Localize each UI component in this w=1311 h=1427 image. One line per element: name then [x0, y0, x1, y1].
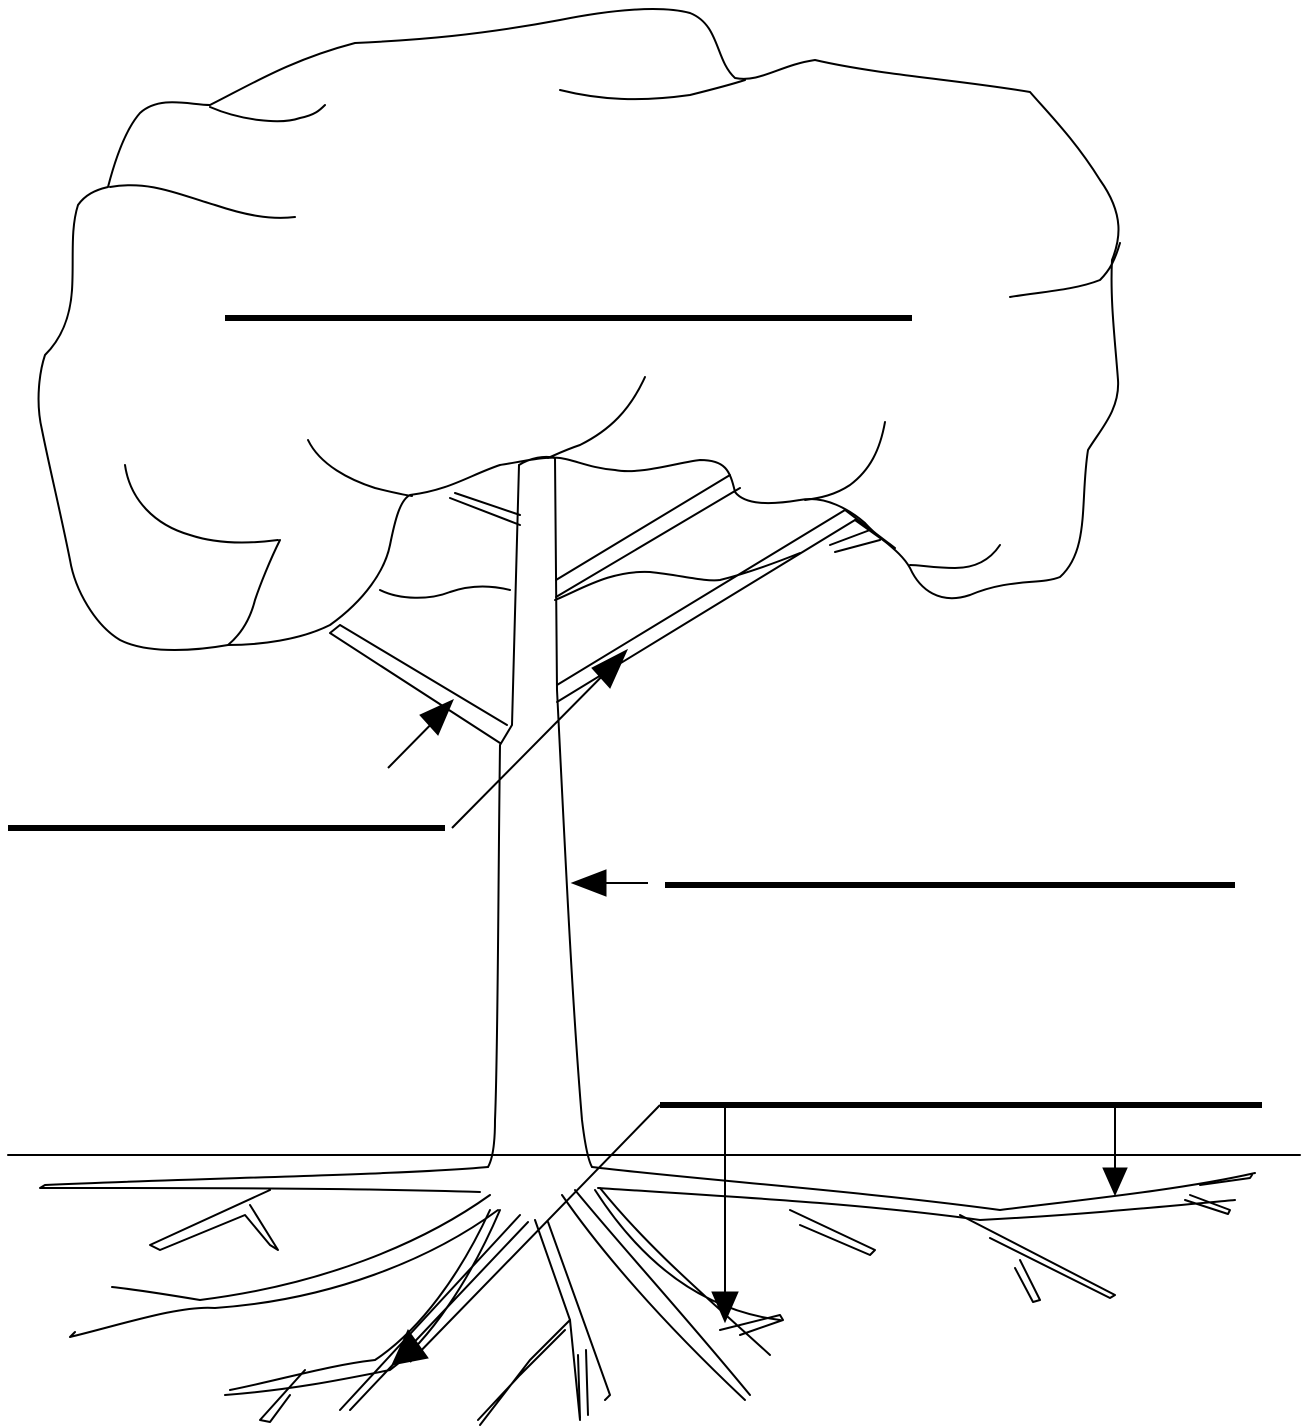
- root: [592, 1167, 1255, 1220]
- root: [790, 1210, 1115, 1298]
- crown-contour: [125, 465, 278, 542]
- root: [70, 1195, 498, 1337]
- trunk-left-edge: [488, 465, 519, 1167]
- crown-contour: [380, 586, 510, 597]
- tree-crown: [39, 9, 1120, 650]
- tree-branches: [330, 475, 895, 743]
- branch-twig: [830, 510, 895, 552]
- leader-line-roots-diagonal: [410, 1105, 660, 1362]
- crown-contour: [910, 545, 1000, 568]
- crown-contour: [228, 540, 280, 645]
- root: [1015, 1260, 1040, 1302]
- root: [340, 1215, 528, 1410]
- root: [535, 1220, 610, 1420]
- branch-right-upper: [556, 475, 740, 597]
- branch-left-lower: [330, 625, 507, 743]
- leader-line-branch-right: [452, 655, 623, 828]
- root: [40, 1167, 488, 1192]
- trunk-right-edge: [555, 458, 592, 1167]
- tree-roots: [40, 1167, 1255, 1425]
- arrowhead-roots-right: [1103, 1168, 1127, 1195]
- crown-contour: [805, 422, 885, 500]
- crown-contour: [1010, 243, 1120, 297]
- crown-outline: [39, 9, 1119, 650]
- crown-contour: [210, 105, 325, 121]
- tree-trunk: [488, 457, 592, 1167]
- root: [150, 1190, 278, 1250]
- label-blanks: [8, 318, 1262, 1105]
- crown-contour: [560, 80, 745, 99]
- root: [578, 1350, 588, 1418]
- arrowhead-trunk: [572, 870, 606, 896]
- root: [478, 1320, 570, 1425]
- branch-left-upper: [450, 493, 520, 525]
- crown-contour: [110, 185, 295, 218]
- crown-contour: [308, 440, 412, 496]
- crown-contour: [548, 377, 645, 458]
